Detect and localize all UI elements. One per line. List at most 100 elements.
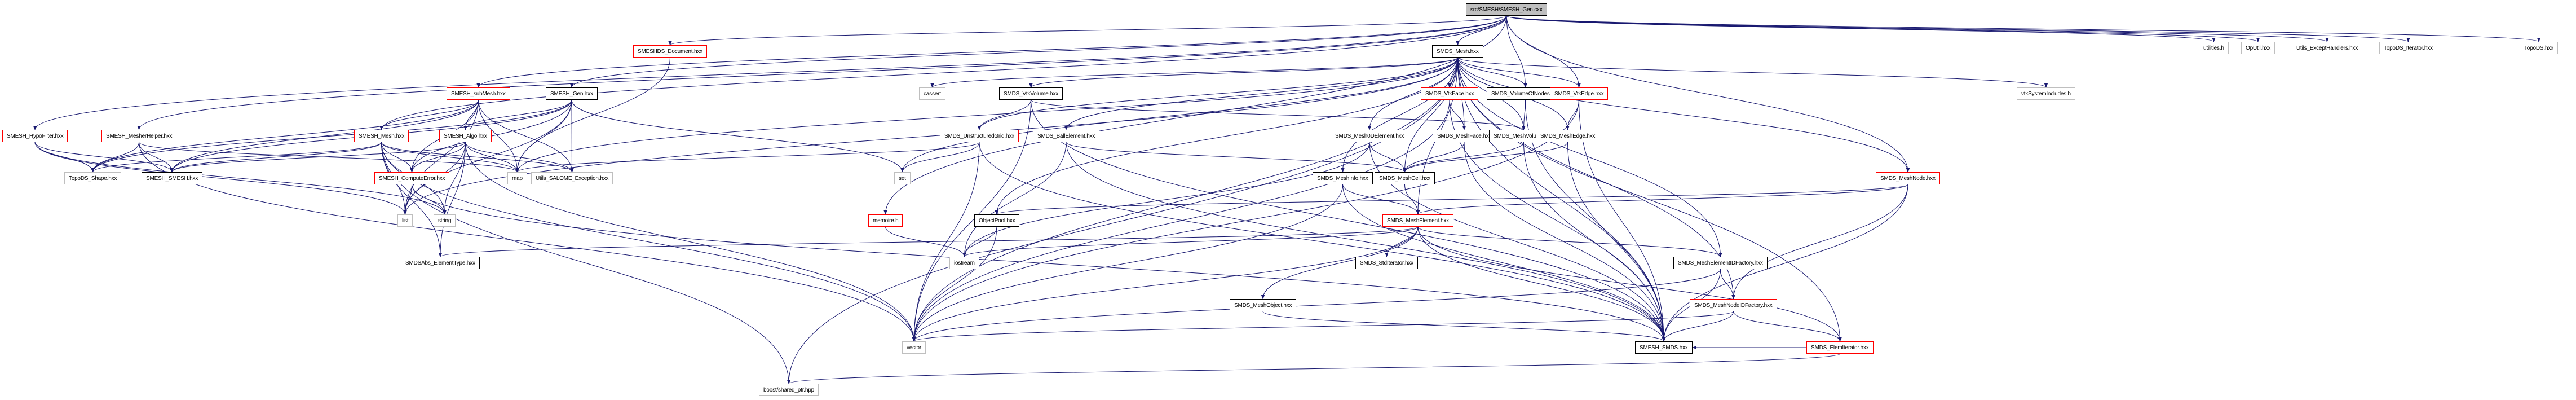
edge-meshelement-to-elemidfactory — [1417, 226, 1722, 257]
edge-root-to-smesh_submesh — [476, 15, 1507, 88]
edge-meshnode-to-nodeidfactory — [1731, 184, 1908, 300]
edge-smds_vtkvolume-to-unstructgrid — [977, 99, 1031, 130]
edge-smesh_gen-to-topods_shape — [91, 99, 572, 173]
edge-objectpool-to-vector — [912, 226, 997, 342]
graph-node-list[interactable]: list — [397, 214, 413, 227]
edge-meshelement-to-istream — [962, 226, 1419, 257]
graph-node-topods-iter[interactable]: TopoDS_Iterator.hxx — [2379, 42, 2437, 54]
graph-node-smesh-smesh[interactable]: SMESH_SMESH.hxx — [142, 172, 203, 184]
graph-node-smds-volnodes[interactable]: SMDS_VolumeOfNodes.hxx — [1487, 87, 1565, 100]
graph-node-objectpool[interactable]: ObjectPool.hxx — [974, 214, 1020, 227]
graph-node-boost[interactable]: boost/shared_ptr.hpp — [759, 384, 819, 396]
graph-node-mesh0d[interactable]: SMDS_Mesh0DElement.hxx — [1331, 130, 1409, 142]
edge-elemiterator-to-boost — [787, 353, 1840, 384]
graph-node-meshinfo[interactable]: SMDS_MeshInfo.hxx — [1313, 172, 1373, 184]
graph-node-set[interactable]: set — [894, 172, 911, 184]
edge-meshnode-to-smesh_smds — [1662, 184, 1908, 342]
graph-node-vector[interactable]: vector — [902, 341, 926, 354]
graph-node-utils-salome[interactable]: Utils_SALOME_Exception.hxx — [531, 172, 613, 184]
graph-node-map[interactable]: map — [507, 172, 527, 184]
edge-smds_volnodes-to-meshvolume — [1522, 99, 1526, 130]
edge-root-to-utilities — [1506, 15, 2216, 42]
edge-meshelement-to-elemiterator — [1417, 226, 1842, 342]
graph-node-meshobject[interactable]: SMDS_MeshObject.hxx — [1230, 299, 1297, 311]
edge-meshinfo-to-meshelement — [1342, 184, 1420, 215]
graph-node-root: src/SMESH/SMESH_Gen.cxx — [1466, 3, 1547, 16]
edge-mesherhelper-to-smesh_smesh — [139, 142, 174, 173]
graph-node-meshface[interactable]: SMDS_MeshFace.hxx — [1433, 130, 1496, 142]
graph-node-smesh-mesh[interactable]: SMESH_Mesh.hxx — [354, 130, 409, 142]
edge-root-to-smeshds_doc — [668, 15, 1507, 46]
graph-node-cassert[interactable]: cassert — [919, 87, 945, 100]
edge-smesh_algo-to-smdsabs — [438, 142, 466, 257]
edge-root-to-mesherhelper — [137, 15, 1507, 130]
graph-node-string[interactable]: string — [434, 214, 456, 227]
edge-smds_mesh-to-smds_vtkvolume — [1029, 57, 1458, 88]
edge-smesh_mesh-to-computeerror — [381, 142, 414, 173]
graph-node-smdsabs[interactable]: SMDSAbs_ElementType.hxx — [401, 257, 480, 269]
edge-smds_vtkface-to-meshface — [1449, 99, 1466, 130]
graph-node-nodeidfactory[interactable]: SMDS_MeshNodeIDFactory.hxx — [1690, 299, 1777, 311]
edge-hypofilter-to-smesh_smesh — [34, 142, 174, 173]
graph-node-hypofilter[interactable]: SMESH_HypoFilter.hxx — [2, 130, 68, 142]
edge-meshface-to-meshcell — [1403, 142, 1465, 173]
graph-node-memoire[interactable]: memoire.h — [868, 214, 903, 227]
edge-root-to-topods_iter — [1506, 15, 2410, 42]
edge-objectpool-to-istream — [962, 226, 997, 257]
graph-node-mesherhelper[interactable]: SMESH_MesherHelper.hxx — [101, 130, 177, 142]
edge-unstructgrid-to-set — [900, 142, 980, 173]
graph-node-smds-mesh[interactable]: SMDS_Mesh.hxx — [1432, 45, 1483, 58]
edge-elemidfactory-to-nodeidfactory — [1720, 269, 1735, 300]
edge-hypofilter-to-string — [34, 142, 447, 215]
graph-node-vtksys[interactable]: vtkSystemIncludes.h — [2017, 87, 2075, 100]
edge-smeshds_doc-to-map — [515, 57, 670, 173]
graph-node-meshcell[interactable]: SMDS_MeshCell.hxx — [1375, 172, 1435, 184]
edge-unstructgrid-to-map — [515, 142, 980, 173]
edge-smesh_gen-to-smesh_algo — [463, 99, 572, 130]
graph-node-meshedge[interactable]: SMDS_MeshEdge.hxx — [1536, 130, 1600, 142]
edge-meshnode-to-objectpool — [995, 184, 1908, 215]
graph-node-smeshds-doc[interactable]: SMESHDS_Document.hxx — [633, 45, 707, 58]
graph-node-ballelem[interactable]: SMDS_BallElement.hxx — [1033, 130, 1100, 142]
edge-root-to-topods — [1506, 15, 2540, 42]
edge-computeerror-to-smesh_smds — [412, 184, 1666, 342]
graph-node-topods[interactable]: TopoDS.hxx — [2520, 42, 2558, 54]
graph-node-smds-vtkface[interactable]: SMDS_VtkFace.hxx — [1421, 87, 1479, 100]
edge-smds_mesh-to-meshinfo — [1341, 57, 1458, 173]
edge-smds_mesh-to-smds_volnodes — [1457, 57, 1527, 88]
edge-meshnode-to-meshelement — [1416, 184, 1908, 215]
graph-node-topods-shape[interactable]: TopoDS_Shape.hxx — [64, 172, 122, 184]
graph-node-smesh-gen[interactable]: SMESH_Gen.hxx — [546, 87, 598, 100]
graph-node-meshnode[interactable]: SMDS_MeshNode.hxx — [1876, 172, 1940, 184]
graph-node-utilities[interactable]: utilities.h — [2199, 42, 2229, 54]
edge-smesh_mesh-to-smesh_smesh — [170, 142, 382, 173]
graph-node-smesh-submesh[interactable]: SMESH_subMesh.hxx — [447, 87, 510, 100]
graph-node-smds-vtkedge[interactable]: SMDS_VtkEdge.hxx — [1550, 87, 1609, 100]
edge-smds_vtkvolume-to-smesh_smds — [1031, 99, 1666, 342]
graph-node-unstructgrid[interactable]: SMDS_UnstructuredGrid.hxx — [940, 130, 1019, 142]
edge-root-to-hypofilter — [33, 15, 1507, 130]
graph-node-elemidfactory[interactable]: SMDS_MeshElementIDFactory.hxx — [1673, 257, 1768, 269]
edge-smds_vtkvolume-to-meshvolume — [1031, 99, 1526, 130]
edge-smesh_mesh-to-boost — [381, 142, 791, 384]
edge-mesherhelper-to-map — [139, 142, 519, 173]
edge-smds_mesh-to-vtksys — [1457, 57, 2048, 88]
graph-node-stditer[interactable]: SMDS_StdIterator.hxx — [1355, 257, 1418, 269]
graph-node-istream[interactable]: iostream — [949, 257, 979, 269]
graph-node-computeerror[interactable]: SMESH_ComputeError.hxx — [374, 172, 450, 184]
edge-hypofilter-to-list — [34, 142, 407, 215]
edge-meshelement-to-vector — [912, 226, 1419, 342]
edge-root-to-smds_vtkedge — [1506, 15, 1581, 88]
graph-node-utils-except[interactable]: Utils_ExceptHandlers.hxx — [2292, 42, 2363, 54]
edge-mesh0d-to-meshcell — [1369, 142, 1407, 173]
edge-smesh_mesh-to-map — [381, 142, 519, 173]
graph-node-smesh-smds[interactable]: SMESH_SMDS.hxx — [1635, 341, 1693, 354]
graph-node-meshelement[interactable]: SMDS_MeshElement.hxx — [1382, 214, 1453, 227]
edge-smds_vtkedge-to-vector — [912, 99, 1579, 342]
graph-node-smds-vtkvolume[interactable]: SMDS_VtkVolume.hxx — [999, 87, 1063, 100]
graph-node-elemiterator[interactable]: SMDS_ElemIterator.hxx — [1806, 341, 1874, 354]
graph-node-smesh-algo[interactable]: SMESH_Algo.hxx — [439, 130, 492, 142]
graph-node-oputil[interactable]: OpUtil.hxx — [2241, 42, 2275, 54]
edge-mesh0d-to-istream — [962, 142, 1370, 257]
